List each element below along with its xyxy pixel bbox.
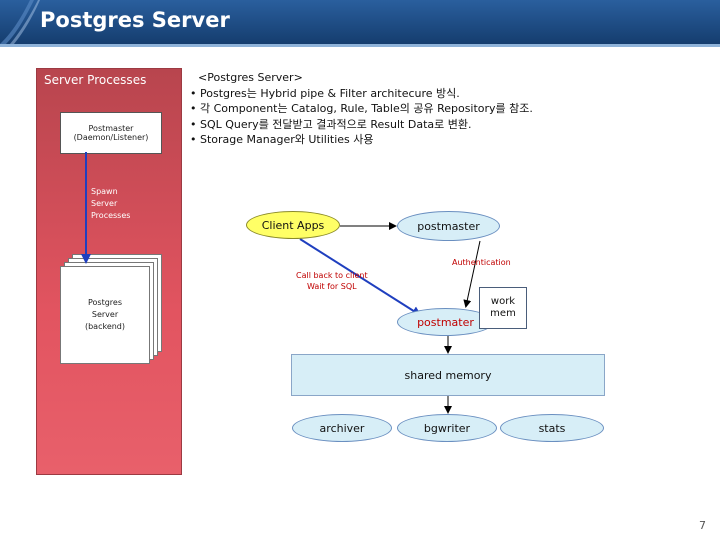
archiver-node: archiver — [292, 414, 392, 442]
authentication-label: Authentication — [452, 258, 511, 267]
page-number: 7 — [699, 519, 706, 532]
bgwriter-node: bgwriter — [397, 414, 497, 442]
callback-line2: Wait for SQL — [307, 282, 357, 291]
client-apps-node: Client Apps — [246, 211, 340, 239]
slide-title: Postgres Server — [40, 8, 230, 32]
work-mem-line1: work — [490, 296, 516, 307]
callback-arrow — [299, 238, 422, 317]
backend-line2: Server — [91, 310, 119, 319]
description-bullets: <Postgres Server> Postgres는 Hybrid pipe … — [190, 70, 533, 148]
bullets-heading: <Postgres Server> — [198, 71, 303, 84]
work-mem-box: work mem — [479, 287, 527, 329]
spawn-label: Spawn Server Processes — [91, 186, 130, 222]
header-underline — [0, 44, 720, 47]
postmaster-daemon-box: Postmaster (Daemon/Listener) — [60, 112, 162, 154]
panel-title: Server Processes — [44, 73, 147, 87]
work-mem-line2: mem — [490, 308, 516, 319]
bullet-item: Postgres는 Hybrid pipe & Filter architecu… — [190, 86, 533, 102]
header-bar — [0, 0, 720, 44]
backend-line3: (backend) — [84, 322, 126, 331]
postmater-backend-node: postmater — [397, 308, 494, 336]
shared-memory-box: shared memory — [291, 354, 605, 396]
bullet-item: Storage Manager와 Utilities 사용 — [190, 132, 533, 148]
postmaster-box-line1: Postmaster — [88, 124, 134, 133]
authentication-arrow — [463, 240, 481, 308]
spawn-label-line2: Server — [91, 199, 118, 208]
backend-box: Postgres Server (backend) — [60, 266, 150, 364]
header-swoosh-decoration — [0, 0, 40, 44]
stats-node: stats — [500, 414, 604, 442]
backend-line1: Postgres — [87, 298, 123, 307]
postmaster-node: postmaster — [397, 211, 500, 241]
postmaster-box-line2: (Daemon/Listener) — [73, 133, 149, 142]
bullet-item: 각 Component는 Catalog, Rule, Table의 공유 Re… — [190, 101, 533, 117]
callback-label: Call back to client Wait for SQL — [296, 270, 368, 292]
spawn-label-line3: Processes — [91, 211, 131, 220]
spawn-label-line1: Spawn — [91, 187, 118, 196]
bullet-item: SQL Query를 전달받고 결과적으로 Result Data로 변환. — [190, 117, 533, 133]
callback-line1: Call back to client — [296, 271, 368, 280]
